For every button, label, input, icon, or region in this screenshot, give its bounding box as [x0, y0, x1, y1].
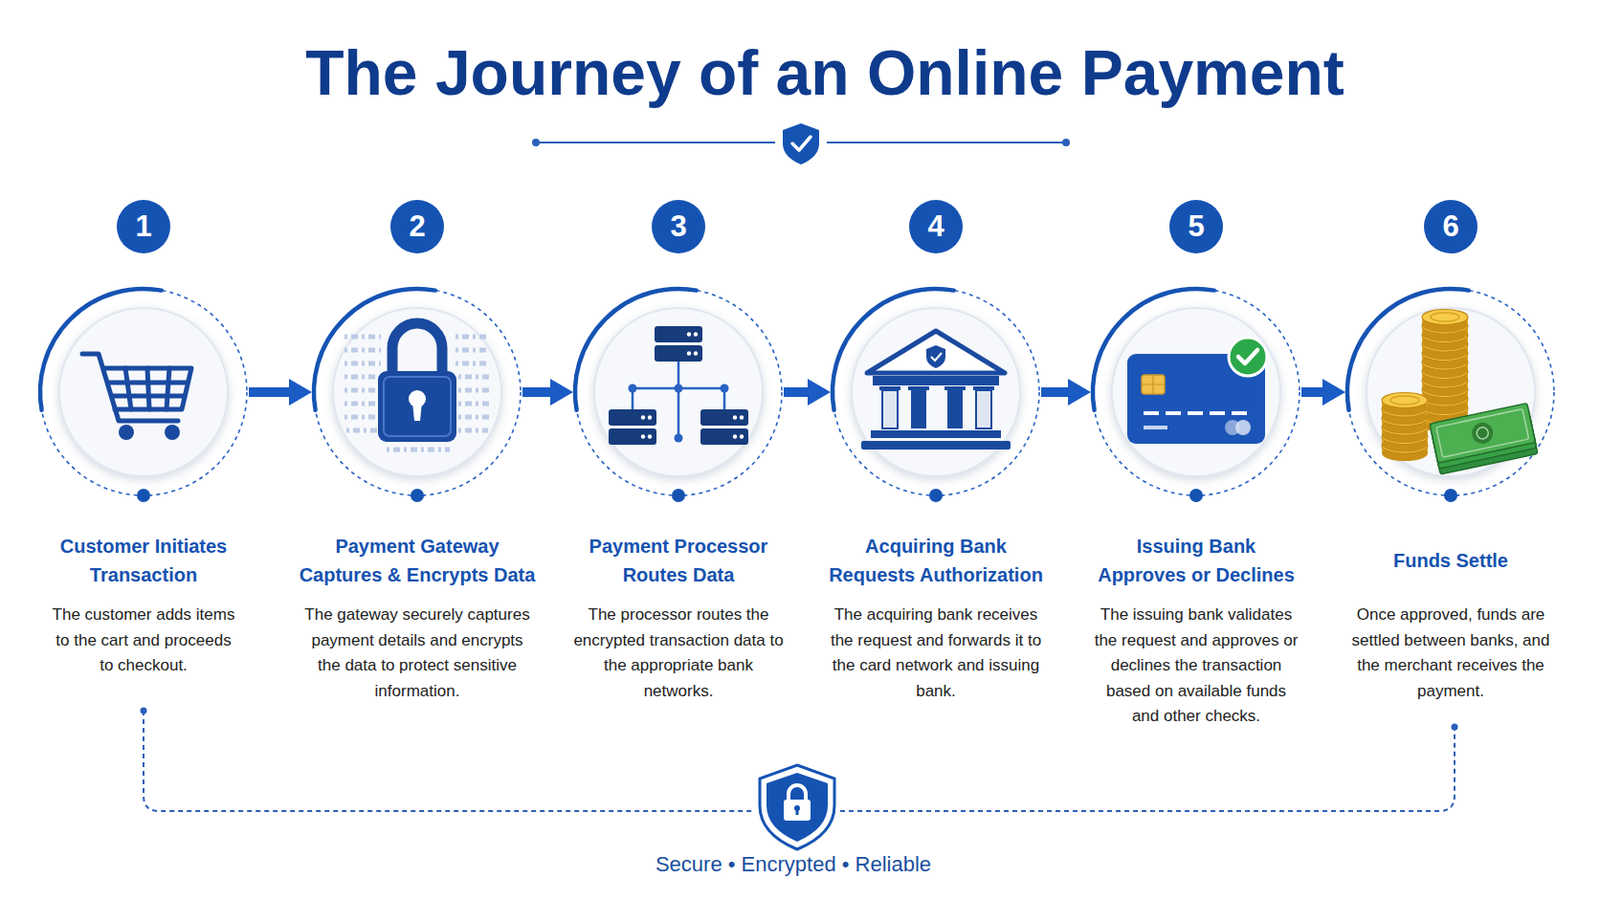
diagram-title: The Journey of an Online Payment: [305, 38, 1345, 109]
security-bracket: [140, 708, 1459, 851]
flow-arrow: [783, 378, 831, 406]
step-ring: [830, 287, 1042, 498]
title-divider: [782, 123, 820, 165]
step-number: 3: [651, 200, 706, 254]
title-divider: [532, 123, 1070, 165]
flow-arrow: [783, 378, 831, 406]
title-divider: [532, 138, 540, 147]
step-heading: Customer Initiates Transaction: [21, 532, 267, 590]
step-description: The acquiring bank receives the request …: [826, 602, 1045, 705]
step-description: The customer adds items to the cart and …: [50, 602, 238, 680]
step-number: 6: [1423, 200, 1478, 254]
step-circle: 3Payment Processor Routes DataThe proces…: [573, 287, 784, 498]
step-circle: 1Customer Initiates TransactionThe custo…: [38, 287, 249, 498]
dashed-ring: [575, 288, 782, 496]
icon-disc: [59, 308, 228, 477]
icon-disc: [333, 308, 502, 477]
step-heading: Payment Gateway Captures & Encrypts Data: [294, 532, 540, 590]
step-description: Once approved, funds are settled between…: [1348, 602, 1554, 705]
step-heading: Acquiring Bank Requests Authorization: [824, 532, 1047, 590]
step-number: 2: [390, 200, 445, 254]
security-bracket: [1451, 724, 1459, 732]
security-bracket: [759, 765, 835, 850]
flow-arrow: [1041, 378, 1091, 406]
step-description: The processor routes the encrypted trans…: [572, 602, 785, 705]
security-bracket: [796, 808, 800, 816]
ring-dot: [1444, 488, 1458, 503]
dashed-ring: [40, 288, 247, 496]
title-divider: [792, 136, 811, 151]
security-bracket: [140, 708, 148, 715]
ring-dot: [410, 488, 424, 503]
step-number: 4: [909, 200, 963, 254]
security-bracket: [788, 785, 806, 802]
security-bracket: [794, 805, 800, 812]
icon-disc: [1111, 308, 1281, 477]
tagline: Secure • Encrypted • Reliable: [655, 852, 932, 878]
dashed-ring: [1347, 288, 1555, 496]
step-ring: [38, 287, 249, 498]
step-number: 5: [1169, 200, 1223, 254]
flow-arrow: [522, 378, 574, 406]
step-ring: [311, 287, 523, 498]
flow-arrow: [522, 378, 574, 406]
security-bracket: [766, 773, 828, 843]
ring-dot: [671, 488, 686, 503]
flow-arrow: [1301, 378, 1346, 406]
ring-dot: [1189, 488, 1203, 503]
flow-arrow: [248, 378, 312, 406]
dashed-ring: [313, 288, 521, 496]
icon-disc: [851, 308, 1021, 477]
step-heading: Payment Processor Routes Data: [555, 532, 801, 590]
icon-disc: [594, 308, 763, 477]
title-divider: [1062, 138, 1070, 147]
flow-arrow: [1041, 378, 1091, 406]
title-divider: [535, 141, 1067, 144]
step-circle: 5Issuing Bank Approves or DeclinesThe is…: [1090, 287, 1302, 498]
flow-arrow: [248, 378, 312, 406]
icon-disc: [1366, 308, 1535, 477]
step-description: The issuing bank validates the request a…: [1092, 602, 1300, 731]
step-circle: 6Funds SettleOnce approved, funds are se…: [1345, 287, 1556, 498]
step-number: 1: [116, 200, 171, 254]
step-ring: [1345, 287, 1556, 498]
step-ring: [1090, 287, 1302, 498]
step-circle: 4Acquiring Bank Requests AuthorizationTh…: [830, 287, 1042, 498]
ring-dot: [929, 488, 943, 503]
flow-arrow: [1301, 378, 1346, 406]
step-ring: [573, 287, 784, 498]
dashed-ring: [832, 288, 1040, 496]
step-heading: Issuing Bank Approves or Declines: [1093, 532, 1299, 590]
step-heading: Funds Settle: [1328, 532, 1574, 590]
security-bracket: [143, 711, 1455, 812]
ring-dot: [136, 488, 151, 503]
security-bracket: [783, 800, 811, 822]
dashed-ring: [1092, 288, 1300, 496]
step-circle: 2Payment Gateway Captures & Encrypts Dat…: [311, 287, 523, 498]
step-description: The gateway securely captures payment de…: [300, 602, 534, 705]
